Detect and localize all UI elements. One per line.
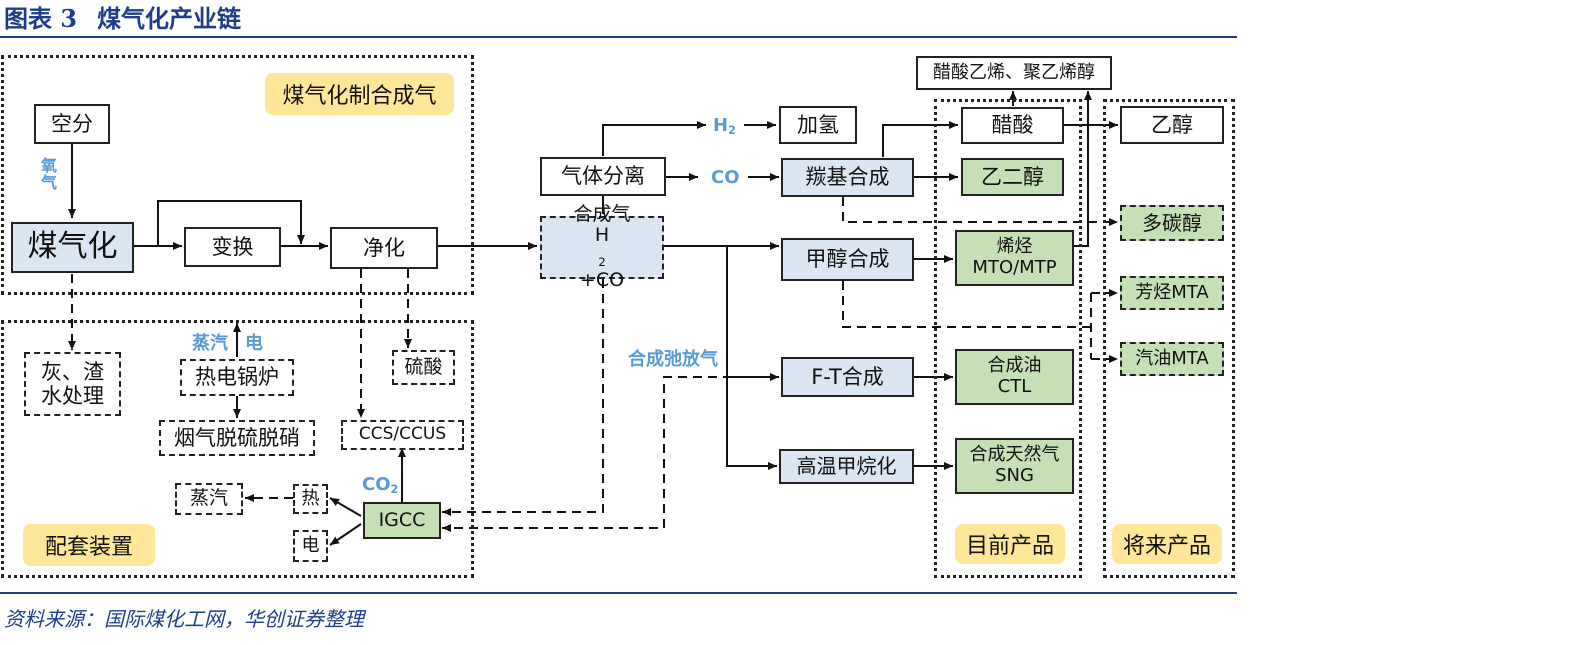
olefins-line1: 烯烃 <box>996 236 1033 258</box>
ft-synthesis-node: F-T合成 <box>781 357 914 397</box>
flow-syngas-to-igcc <box>442 279 604 516</box>
h2-label: H2 <box>713 117 736 136</box>
polyols-node: 多碳醇 <box>1120 205 1224 241</box>
shift-node: 变换 <box>184 227 281 267</box>
syngas-h-sub: 2 <box>598 255 606 270</box>
gas-separation-node: 气体分离 <box>540 157 666 196</box>
sulfuric-acid-node: 硫酸 <box>392 350 455 385</box>
steam-node: 蒸汽 <box>175 483 243 515</box>
current-products-label: 目前产品 <box>955 524 1065 564</box>
ash-line1: 灰、渣 <box>41 359 104 384</box>
thermal-boiler-node: 热电锅炉 <box>180 359 294 396</box>
methanation-node: 高温甲烷化 <box>779 449 914 484</box>
flow-carbonylation-to-acetic <box>882 121 958 157</box>
ash-treatment-node: 灰、渣 水处理 <box>24 352 121 416</box>
syngas-co: +CO <box>579 268 625 291</box>
gasification-node: 煤气化 <box>11 222 134 273</box>
future-products-label: 将来产品 <box>1112 524 1222 564</box>
supporting-region-label: 配套装置 <box>23 524 155 566</box>
ethylene-glycol-node: 乙二醇 <box>961 158 1064 196</box>
carbonylation-node: 羰基合成 <box>781 158 914 197</box>
co2-sub: 2 <box>390 482 399 496</box>
flow-igcc-to-elec <box>329 523 362 546</box>
flow-gas-sep-up <box>602 121 706 156</box>
gasoline-node: 汽油MTA <box>1120 342 1224 376</box>
sng-node: 合成天然气 SNG <box>955 438 1074 494</box>
h2-sub: 2 <box>728 123 736 137</box>
olefins-node: 烯烃 MTO/MTP <box>955 230 1074 286</box>
syngas-region <box>1 55 474 295</box>
supporting-region <box>1 320 474 578</box>
flow-carbonylation-to-polyols <box>842 197 1118 226</box>
ethanol-node: 乙醇 <box>1120 106 1224 144</box>
oxygen-label: 氧气 <box>40 156 57 192</box>
flow-purge-gas <box>442 376 777 532</box>
heat-node: 热 <box>293 484 328 514</box>
steam-flow-label: 蒸汽 <box>192 333 228 354</box>
olefins-line2: MTO/MTP <box>972 257 1057 278</box>
flow-syngas-trunk <box>664 245 777 470</box>
synthetic-oil-line2: CTL <box>997 376 1032 397</box>
h2-main: H <box>713 115 729 136</box>
flow-gasification-bypass <box>157 200 305 246</box>
bottom-rule <box>0 592 1237 594</box>
hydrogenation-node: 加氢 <box>779 106 857 144</box>
syngas-h: H <box>594 224 610 247</box>
electricity-flow-label: 电 <box>245 333 263 354</box>
figure-number: 图表 3 <box>4 4 78 33</box>
figure-title: 煤气化产业链 <box>97 4 242 33</box>
acetic-acid-node: 醋酸 <box>961 107 1064 144</box>
electricity-node: 电 <box>293 530 328 562</box>
flow-olefins-to-pva <box>1074 91 1092 247</box>
sng-line1: 合成天然气 <box>969 444 1060 466</box>
source-note: 资料来源：国际煤化工网，华创证券整理 <box>4 607 364 631</box>
co2-main: CO <box>362 474 391 495</box>
figure-heading: 图表 3 煤气化产业链 <box>4 2 241 36</box>
aromatics-node: 芳烃MTA <box>1120 276 1224 310</box>
co-label: CO <box>711 167 740 188</box>
ccs-node: CCS/CCUS <box>341 420 464 450</box>
purification-node: 净化 <box>330 227 438 269</box>
top-rule <box>0 36 1237 38</box>
sng-line2: SNG <box>995 465 1034 486</box>
igcc-node: IGCC <box>363 502 441 539</box>
future-products-region <box>1103 99 1235 578</box>
syngas-region-label: 煤气化制合成气 <box>265 73 454 115</box>
purge-gas-label: 合成弛放气 <box>628 349 718 370</box>
ash-line2: 水处理 <box>41 384 104 408</box>
syngas-line1: 合成气 <box>573 202 631 225</box>
air-separation-node: 空分 <box>34 104 110 144</box>
syngas-line2: H 2+CO <box>579 224 625 291</box>
syngas-node: 合成气 H 2+CO <box>540 203 664 291</box>
flue-gas-node: 烟气脱硫脱硝 <box>159 420 315 456</box>
methanol-synthesis-node: 甲醇合成 <box>781 238 914 281</box>
co2-label: CO2 <box>362 476 398 495</box>
flow-methanol-to-future <box>842 281 1091 328</box>
current-products-region <box>934 99 1082 578</box>
flow-igcc-to-heat <box>329 497 362 517</box>
synthetic-oil-line1: 合成油 <box>987 355 1042 377</box>
synthetic-oil-node: 合成油 CTL <box>955 349 1074 405</box>
pva-node: 醋酸乙烯、聚乙烯醇 <box>916 56 1112 90</box>
